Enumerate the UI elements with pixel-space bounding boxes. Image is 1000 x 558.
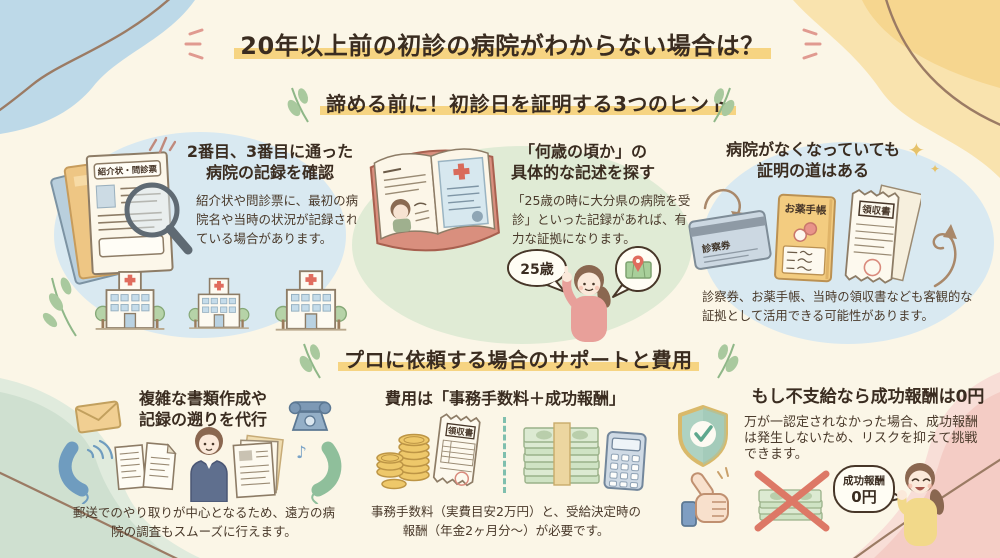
- age-speech-bubble: 25歳: [507, 249, 567, 293]
- medicine-notebook-icon: お薬手帳: [774, 193, 836, 283]
- thumbs-up-icon: [681, 467, 729, 527]
- hint-3-body: 診察券、お薬手帳、当時の領収書なども客観的な証拠として活用できる可能性があります…: [702, 290, 973, 323]
- pro-3-body: 万が一認定されなかった場合、成功報酬は発生しないため、リスクを抑えて挑戦できます…: [744, 415, 979, 462]
- receipt-small-icon: 領収書: [432, 413, 481, 487]
- sound-waves-icon: [86, 439, 114, 460]
- leaf-right-icon: [713, 87, 735, 123]
- phone-cord: [81, 491, 89, 504]
- page-title: 20年以上前の初診の病院がわからない場合は？: [210, 26, 795, 61]
- woman-pointing-icon: [562, 265, 611, 342]
- shield-check-icon: [678, 405, 728, 467]
- sparkle-icon-small: ✦: [930, 162, 941, 176]
- patient-card-icon: 診察券: [688, 210, 772, 270]
- documents-icon: [114, 442, 177, 491]
- zero-fee-bubble-line2: 0円: [851, 488, 876, 506]
- medical-record-book-icon: [369, 148, 500, 252]
- zero-fee-bubble-line1: 成功報酬: [843, 474, 885, 487]
- envelope-icon: [74, 400, 122, 434]
- pro-3-title: もし不支給なら成功報酬は0円: [751, 387, 985, 407]
- coins-icon: [376, 433, 430, 490]
- section-pro-heading-text: プロに依頼する場合のサポートと費用: [338, 348, 699, 372]
- blob-top-left: [0, 0, 195, 134]
- pro-2-title: 費用は「事務手数料＋成功報酬」: [385, 389, 626, 408]
- calculator-icon: [603, 431, 647, 491]
- leaf-sprig-icon: [42, 277, 77, 337]
- leaf-right-2-icon: [717, 343, 739, 379]
- hint-1-title-line1: 2番目、3番目に通った: [186, 142, 354, 161]
- emphasis-marks-icon: [148, 136, 176, 154]
- telephone-icon: [288, 401, 332, 431]
- sparkle-icon-large: ✦: [908, 138, 925, 162]
- emphasis-dashes-right-icon: [802, 28, 822, 60]
- pro-2-body: 事務手数料（実費目安2万円）と、受給決定時の報酬（年金2ヶ月分〜）が必要です。: [371, 504, 641, 538]
- hint-2-body: 「25歳の時に大分県の病院を受診」といった記録があれば、有力な証拠になります。: [512, 193, 691, 246]
- map-pin-icon: [625, 255, 652, 279]
- hospital-icon-1: [92, 264, 168, 336]
- referral-doc-label: 紹介状・問診票: [97, 164, 157, 178]
- section-hints-heading: 諦める前に！初診日を証明する3つのヒント: [320, 88, 736, 117]
- leaf-left-icon: [287, 87, 309, 123]
- cash-stack-icon: [523, 422, 600, 486]
- curve-bottom-left: [0, 471, 178, 558]
- leaf-left-2-icon: [299, 343, 321, 379]
- hospital-icon-3: [272, 264, 350, 336]
- referral-documents-icon: 紹介状・問診票: [50, 151, 193, 285]
- magnifying-glass-icon: [124, 182, 193, 255]
- swirl-arrow-up-icon: [932, 224, 957, 288]
- hint-2-title-line2: 具体的な記述を探す: [510, 163, 655, 182]
- hospital-icon-2: [186, 270, 252, 336]
- dashed-divider: [503, 417, 506, 493]
- blob-bottom-right: [874, 392, 1000, 558]
- crossed-out-cash-icon: [754, 470, 830, 532]
- phone-cord-2: [311, 491, 319, 504]
- pro-1-title: 複雑な書類作成や 記録の遡りを代行: [118, 388, 288, 430]
- hint-1-title: 2番目、3番目に通った 病院の記録を確認: [170, 141, 370, 183]
- hint-2-title-line1: 「何歳の頃か」の: [518, 142, 647, 161]
- document-stack-icon: [232, 434, 284, 499]
- medicine-notebook-label: お薬手帳: [784, 202, 827, 217]
- music-note-icon: ♪: [296, 443, 307, 463]
- red-x-icon: [754, 470, 830, 532]
- curve-top-right: [885, 0, 1000, 126]
- pro-1-body: 郵送でのやり取りが中心となるため、遠方の病院の調査もスムーズに行えます。: [72, 505, 336, 539]
- pro-1-title-line1: 複雑な書類作成や: [138, 389, 267, 408]
- hint-3-title-line2: 証明の道はある: [756, 161, 869, 180]
- section-hints-heading-text: 諦める前に！初診日を証明する3つのヒント: [320, 92, 736, 116]
- pill-icon: [793, 222, 818, 242]
- hint-2-scene: 25歳: [507, 246, 661, 342]
- blob-bottom-left: [0, 392, 172, 558]
- map-speech-bubble: [612, 246, 661, 298]
- age-bubble-text: 25歳: [520, 261, 553, 278]
- blob-top-right-inner: [862, 0, 1000, 88]
- phone-handset-blue-icon: [58, 439, 114, 504]
- hint-2-title: 「何歳の頃か」の 具体的な記述を探す: [480, 141, 686, 183]
- hint-3-title: 病院がなくなっていても 証明の道はある: [713, 139, 913, 181]
- phone-handset-green-icon: ♪: [296, 441, 342, 504]
- receipt-icon: 領収書: [844, 184, 921, 284]
- hint-3-title-line1: 病院がなくなっていても: [726, 140, 900, 159]
- hint-1-body: 紹介状や問診票に、最初の病院名や当時の状況が記録されている場合があります。: [196, 193, 359, 246]
- receipt-small-label: 領収書: [446, 425, 474, 439]
- happy-woman-icon: [897, 463, 945, 546]
- section-pro-heading: プロに依頼する場合のサポートと費用: [338, 344, 699, 373]
- receipt-label: 領収書: [862, 203, 892, 217]
- pro-1-title-line2: 記録の遡りを代行: [138, 410, 267, 429]
- emphasis-dashes-left-icon: [184, 28, 204, 60]
- page-title-text: 20年以上前の初診の病院がわからない場合は？: [234, 32, 771, 60]
- hint-1-title-line2: 病院の記録を確認: [205, 163, 334, 182]
- patient-card-label: 診察券: [701, 239, 732, 255]
- consultant-woman-icon: [190, 427, 228, 502]
- curve-top-left: [0, 0, 170, 112]
